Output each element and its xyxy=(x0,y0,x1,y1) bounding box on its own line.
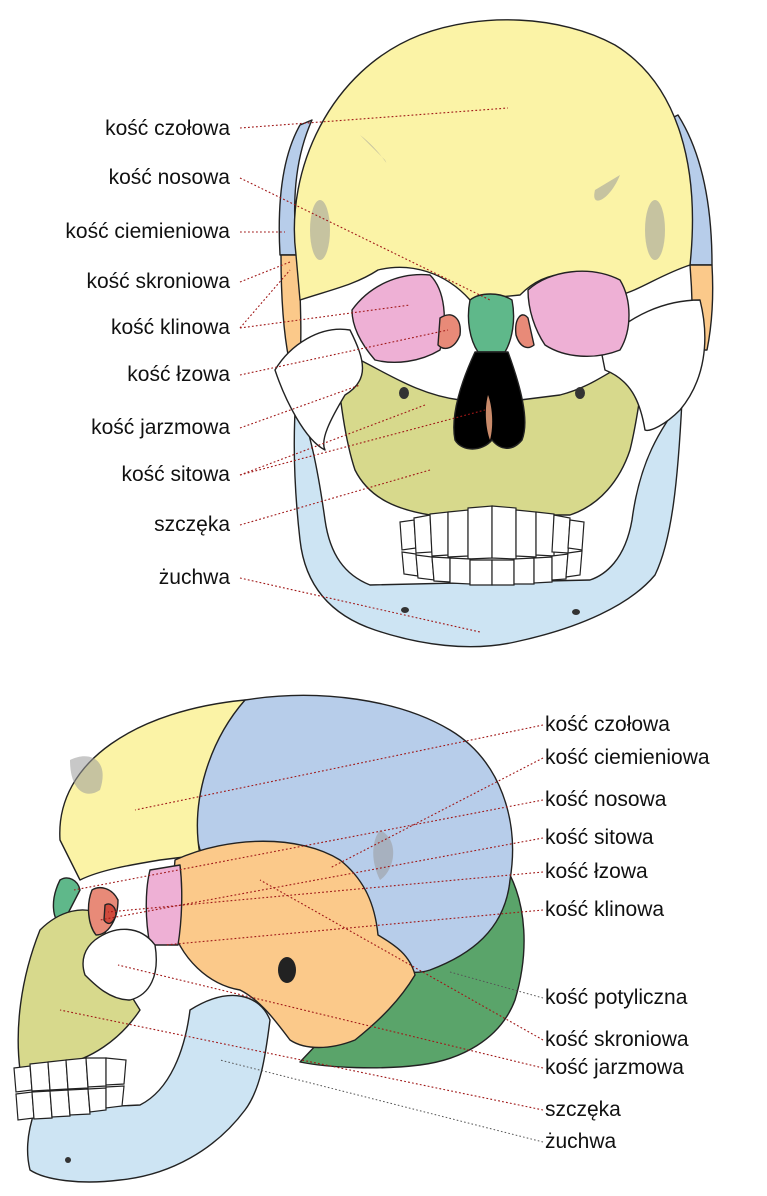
side-label-nasal: kość nosowa xyxy=(545,788,667,811)
front-label-parietal: kość ciemieniowa xyxy=(65,220,230,243)
front-label-maxilla: szczęka xyxy=(154,513,230,536)
front-nasal xyxy=(468,294,513,352)
front-frontal xyxy=(294,20,692,300)
side-label-occipital: kość potyliczna xyxy=(545,986,688,1009)
front-label-temporal: kość skroniowa xyxy=(86,270,230,293)
skull-front-view xyxy=(240,20,713,647)
side-label-parietal: kość ciemieniowa xyxy=(545,746,710,769)
front-label-sphenoid: kość klinowa xyxy=(111,316,230,339)
side-label-mandible: żuchwa xyxy=(545,1130,617,1153)
side-label-lacrimal: kość łzowa xyxy=(545,860,648,883)
front-label-lacrimal: kość łzowa xyxy=(127,363,230,386)
side-label-maxilla: szczęka xyxy=(545,1098,621,1121)
front-sphenoid-right xyxy=(528,271,629,356)
side-sphenoid xyxy=(146,865,181,945)
side-labels: kość czołowa kość ciemieniowa kość nosow… xyxy=(545,713,710,1153)
front-label-nasal: kość nosowa xyxy=(109,166,231,189)
front-label-frontal: kość czołowa xyxy=(105,117,230,140)
side-label-temporal: kość skroniowa xyxy=(545,1028,689,1051)
side-label-ethmoid: kość sitowa xyxy=(545,826,654,849)
front-label-ethmoid: kość sitowa xyxy=(121,463,230,486)
front-lacrimal-left xyxy=(438,315,460,349)
front-teeth xyxy=(400,506,584,585)
front-sphenoid-left xyxy=(352,275,444,363)
side-label-zygomatic: kość jarzmowa xyxy=(545,1056,684,1079)
front-label-mandible: żuchwa xyxy=(159,566,231,589)
front-labels: kość czołowa kość nosowa kość ciemieniow… xyxy=(65,117,230,589)
front-label-zygomatic: kość jarzmowa xyxy=(91,416,230,439)
side-label-frontal: kość czołowa xyxy=(545,713,670,736)
skull-side-view xyxy=(14,695,543,1182)
side-label-sphenoid: kość klinowa xyxy=(545,898,664,921)
side-lacrimal xyxy=(104,904,116,923)
front-lacrimal-right xyxy=(516,315,534,348)
